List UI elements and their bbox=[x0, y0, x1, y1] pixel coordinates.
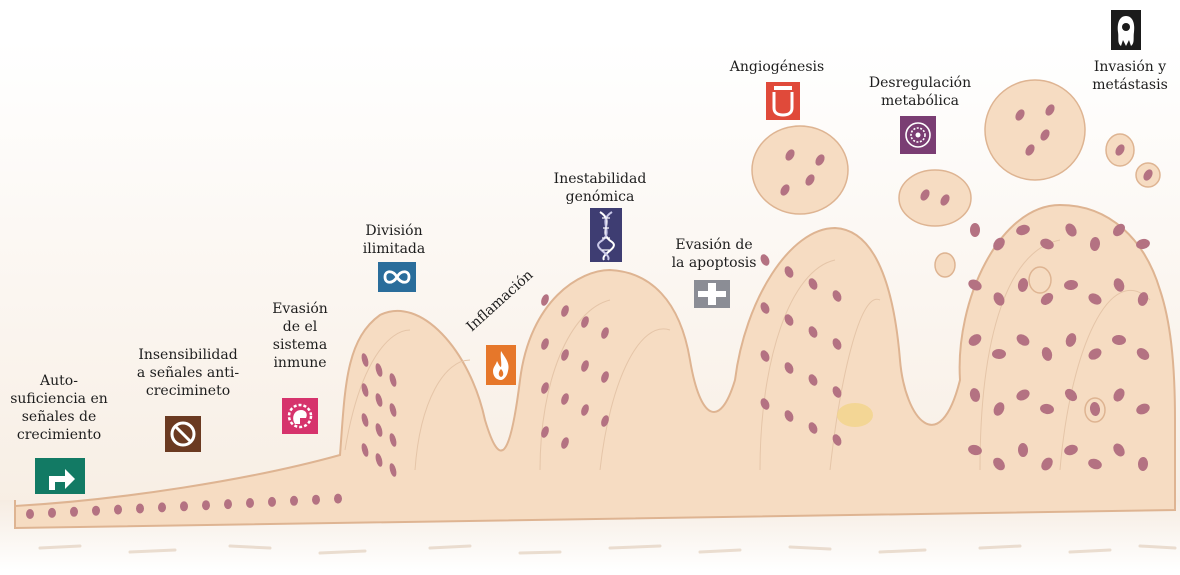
cluster-single-2 bbox=[1029, 267, 1051, 293]
label-desregulacion: Desregulación metabólica bbox=[862, 74, 978, 110]
dna-helix-icon bbox=[590, 208, 622, 262]
cell-nucleus bbox=[92, 506, 100, 516]
label-evasion-inmune: Evasión de el sistema inmune bbox=[260, 300, 340, 372]
cell-nucleus bbox=[70, 507, 78, 517]
prohibition-icon bbox=[165, 416, 201, 452]
label-insensibilidad: Insensibilidad a señales anti- crecimine… bbox=[126, 346, 250, 400]
label-division: División ilimitada bbox=[354, 222, 434, 258]
cluster-metabolic bbox=[899, 170, 971, 226]
label-inestabilidad: Inestabilidad genómica bbox=[540, 170, 660, 206]
cell-nucleus bbox=[268, 497, 276, 507]
immune-cell-icon bbox=[282, 398, 318, 434]
cell-nucleus bbox=[334, 494, 342, 504]
cell-nucleus bbox=[136, 504, 144, 514]
label-angiogenesis: Angiogénesis bbox=[722, 58, 832, 76]
atom-icon bbox=[900, 116, 936, 154]
cell-nucleus bbox=[158, 502, 166, 512]
yellow-inclusion bbox=[837, 403, 873, 427]
turn-right-arrow-icon bbox=[35, 458, 85, 494]
escaping-cell-icon bbox=[1111, 10, 1141, 50]
label-apoptosis: Evasión de la apoptosis bbox=[664, 236, 764, 272]
cell-nucleus bbox=[970, 223, 980, 237]
cell-nucleus bbox=[312, 495, 320, 505]
cell-nucleus bbox=[290, 496, 298, 506]
label-autosuficiencia: Auto- suficiencia en señales de crecimie… bbox=[0, 372, 118, 444]
cell-nucleus bbox=[180, 501, 188, 511]
cell-nucleus bbox=[26, 509, 34, 519]
infinity-icon bbox=[378, 262, 416, 292]
cluster-angiogenesis bbox=[752, 126, 848, 214]
cell-nucleus bbox=[202, 500, 210, 510]
label-invasion: Invasión y metástasis bbox=[1080, 58, 1180, 94]
cluster-single-1 bbox=[935, 253, 955, 277]
cell-nucleus bbox=[114, 505, 122, 515]
cell-nucleus bbox=[224, 499, 232, 509]
cell-nucleus bbox=[48, 508, 56, 518]
cross-icon bbox=[694, 280, 730, 308]
cell-nucleus bbox=[246, 498, 254, 508]
vessel-icon bbox=[766, 82, 800, 120]
cluster-invasion-large bbox=[985, 80, 1085, 180]
flame-icon bbox=[486, 345, 516, 385]
